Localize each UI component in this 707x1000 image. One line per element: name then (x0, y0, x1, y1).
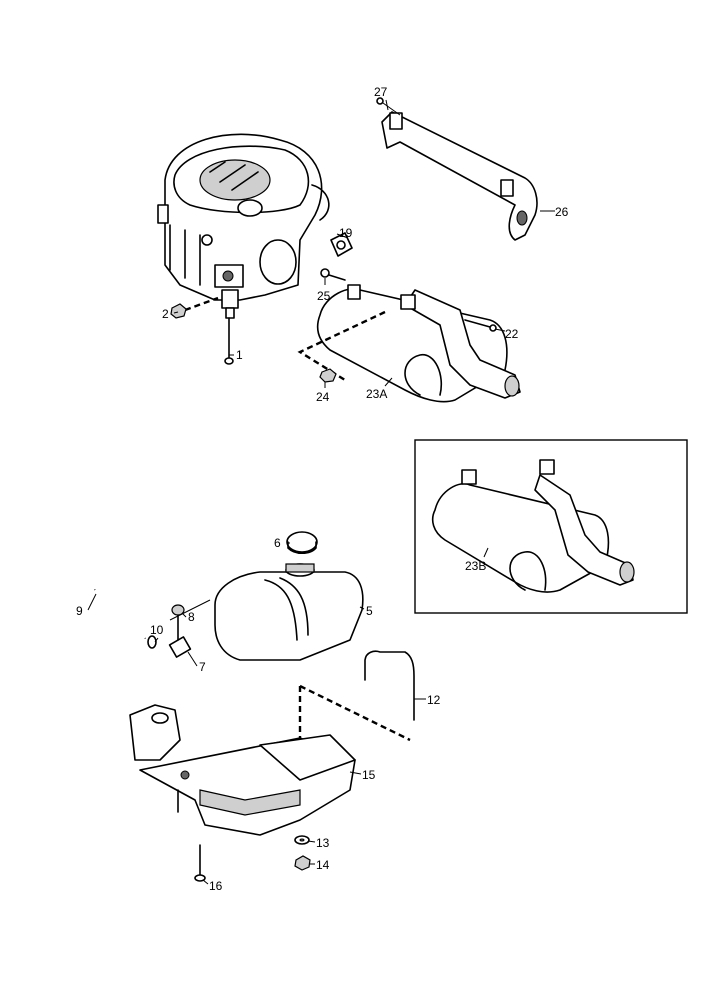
callout-10: 10 (150, 623, 164, 637)
fuel-hose (93, 588, 147, 640)
tank-support (129, 704, 356, 836)
fuel-valve-7 (168, 609, 192, 658)
callout-16: 16 (209, 879, 223, 893)
callout-5: 5 (366, 604, 373, 618)
muffler-bracket (381, 111, 538, 241)
nut-14 (294, 855, 311, 871)
callout-23b: 23B (465, 559, 486, 573)
callout-8: 8 (188, 610, 195, 624)
muffler-23a (316, 284, 521, 403)
callout-14: 14 (316, 858, 330, 872)
callout-12: 12 (427, 693, 441, 707)
callout-25: 25 (317, 289, 331, 303)
bolt-25 (320, 268, 346, 281)
clamp-10 (147, 635, 157, 649)
nut-2 (170, 303, 187, 319)
callout-24: 24 (316, 390, 330, 404)
bolt-27 (376, 97, 401, 116)
bolt-22 (464, 319, 497, 332)
callout-2: 2 (162, 307, 169, 321)
callout-6: 6 (274, 536, 281, 550)
grommet-8 (171, 604, 185, 616)
callout-13: 13 (316, 836, 330, 850)
callout-27: 27 (374, 85, 388, 99)
washer-13 (294, 835, 310, 845)
callout-22: 22 (505, 327, 519, 341)
callout-7: 7 (199, 660, 206, 674)
leader-lines (87, 99, 555, 885)
callout-15: 15 (362, 768, 376, 782)
fuel-cap-6 (286, 531, 318, 555)
callout-23a: 23A (366, 387, 387, 401)
tank-strap (364, 650, 415, 721)
callout-1: 1 (236, 348, 243, 362)
callout-9: 9 (76, 604, 83, 618)
inset-box-23b (414, 439, 688, 614)
fuel-tank (214, 563, 364, 661)
engine (157, 133, 330, 319)
bolt-16 (194, 844, 206, 882)
nut-24 (319, 368, 337, 383)
bolt-1 (224, 317, 234, 365)
callout-19: 19 (339, 226, 353, 240)
callout-26: 26 (555, 205, 569, 219)
